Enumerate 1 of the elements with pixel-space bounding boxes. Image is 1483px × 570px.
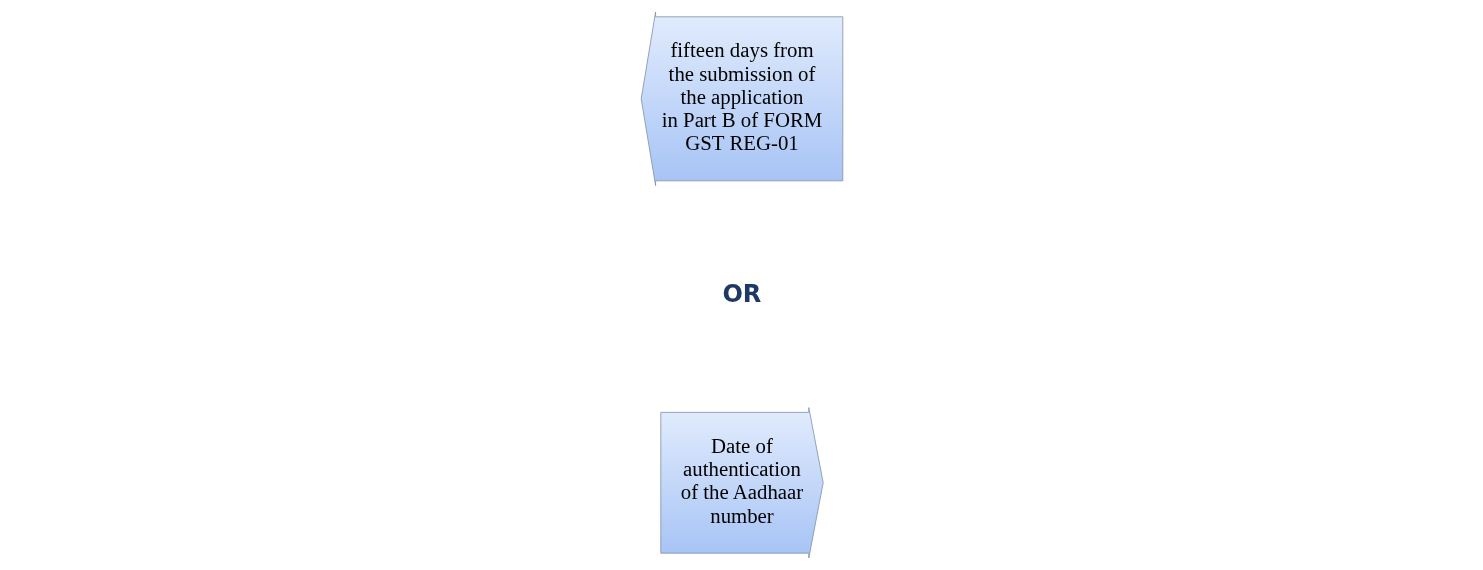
- label: OR: [721, 279, 761, 308]
